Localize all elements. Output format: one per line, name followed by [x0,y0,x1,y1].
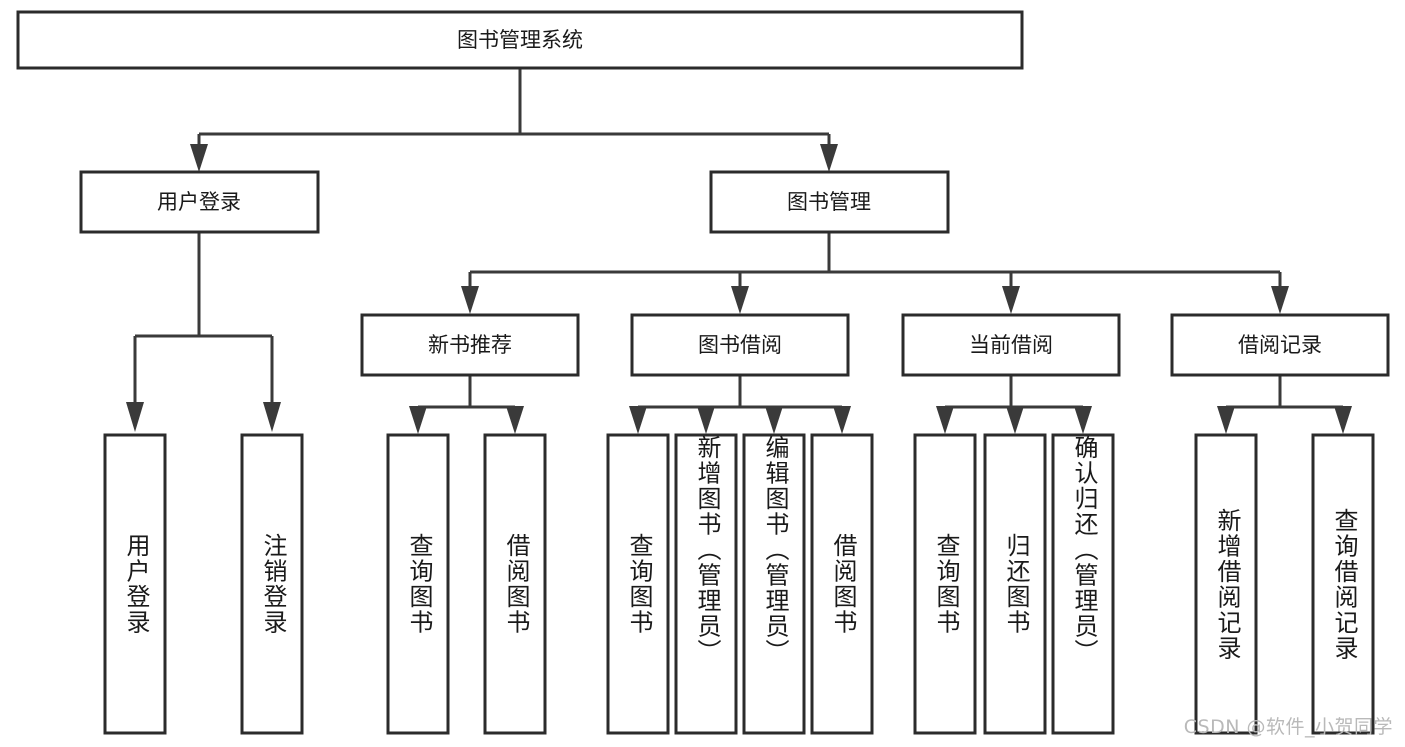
arrow-head-record-leaf1 [1217,406,1235,434]
arrow-head-to-record [1271,286,1289,314]
arrow-head-to-login [190,144,208,172]
arrow-head-to-books [820,144,838,172]
node-label-current-borrow: 当前借阅 [969,333,1053,357]
arrow-head-to-newbook [461,286,479,314]
arrow-head-current-leaf3 [1074,406,1092,434]
node-label-user-login: 用户登录 [157,190,241,214]
node-box-root[interactable] [16,10,1024,70]
leaf-box-add-borrow-record[interactable] [1194,433,1258,735]
leaf-box-query-book-recommend[interactable] [386,433,450,735]
node-box-book-borrow[interactable] [630,313,850,377]
node-box-borrow-record[interactable] [1170,313,1390,377]
leaf-box-confirm-return-admin[interactable] [1051,433,1115,735]
arrow-head-newbook-leaf1 [409,406,427,434]
node-label-book-manage: 图书管理 [787,190,871,214]
arrow-head-borrow-leaf3 [765,406,783,434]
node-box-new-book-recommend[interactable] [360,313,580,377]
leaf-box-return-book[interactable] [983,433,1047,735]
arrow-head-current-leaf1 [936,406,954,434]
node-label-borrow-record: 借阅记录 [1238,333,1322,357]
node-label-new-book-recommend: 新书推荐 [428,333,512,357]
leaf-box-add-book-admin[interactable] [674,433,738,735]
arrow-head-current-leaf2 [1006,406,1024,434]
arrow-head-newbook-leaf2 [506,406,524,434]
node-label-root: 图书管理系统 [457,28,583,52]
leaf-box-user-login[interactable] [103,433,167,735]
leaf-box-query-borrow-record[interactable] [1311,433,1375,735]
node-box-current-borrow[interactable] [901,313,1121,377]
leaf-box-user-logout[interactable] [240,433,304,735]
arrow-head-borrow-leaf4 [833,406,851,434]
arrow-head-borrow-leaf1 [629,406,647,434]
arrow-head-borrow-leaf2 [697,406,715,434]
arrow-head-login-leaf1 [126,402,144,432]
arrow-head-login-leaf2 [263,402,281,432]
leaf-box-borrow-book-recommend[interactable] [483,433,547,735]
leaf-box-query-book-borrow[interactable] [606,433,670,735]
arrow-head-record-leaf2 [1334,406,1352,434]
node-box-user-login[interactable] [79,170,320,234]
node-box-book-manage[interactable] [709,170,950,234]
leaf-box-edit-book-admin[interactable] [742,433,806,735]
leaf-box-borrow-book[interactable] [810,433,874,735]
csdn-watermark: CSDN @软件_小贺同学 [1183,716,1393,738]
node-layer: 图书管理系统 用户登录 图书管理 新书推荐 图书借阅 当前借阅 借阅记录 [16,10,1390,735]
leaf-box-query-book-current[interactable] [913,433,977,735]
connector-layer [126,68,1352,434]
arrow-head-to-borrow [731,286,749,314]
arrow-head-to-current [1002,286,1020,314]
node-label-book-borrow: 图书借阅 [698,333,782,357]
